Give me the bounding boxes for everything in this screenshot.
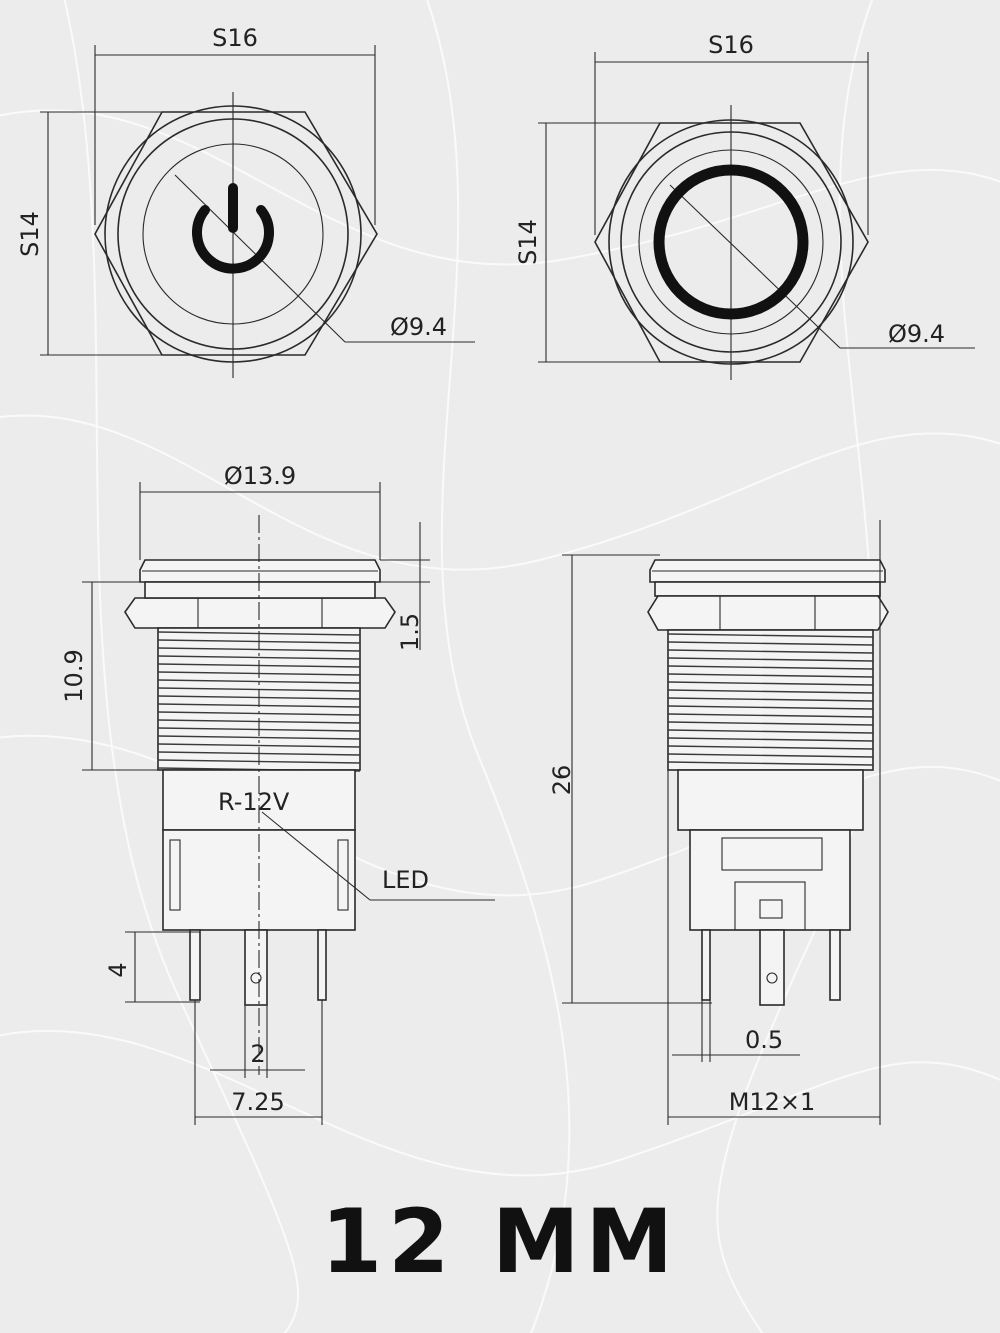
- thread-line: [667, 745, 874, 750]
- height-label: S14: [16, 211, 44, 257]
- thread-line: [667, 641, 874, 646]
- ring-icon: [653, 164, 809, 320]
- top-right-view: S16 S14 Ø9.4: [514, 31, 975, 380]
- head-diameter-label: Ø13.9: [224, 462, 296, 490]
- top-left-view: S16 S14 Ø9.4: [16, 24, 475, 378]
- pin-gap-label: 2: [250, 1040, 265, 1068]
- thread-line: [667, 705, 874, 710]
- pin-span-label: 7.25: [231, 1088, 284, 1116]
- thread-line: [667, 729, 874, 734]
- width-label: S16: [212, 24, 258, 52]
- side-left-view: Ø13.9 10.9 1.5: [60, 462, 495, 1125]
- width-label: S16: [708, 31, 754, 59]
- pin-length-label: 4: [104, 962, 132, 977]
- thread-line: [667, 657, 874, 662]
- power-icon: [192, 183, 274, 274]
- bezel-label: 1.5: [396, 613, 424, 651]
- thread-line: [157, 743, 361, 748]
- thread-line: [157, 655, 361, 660]
- height-label: S14: [514, 219, 542, 265]
- diameter-label: Ø9.4: [390, 313, 447, 341]
- side-right-view: 26 0.5 M12×1: [548, 520, 889, 1125]
- thread-line: [667, 753, 874, 758]
- thread-line: [667, 665, 874, 670]
- thread-line: [667, 633, 874, 638]
- thread-line: [157, 647, 361, 652]
- diameter-label: Ø9.4: [888, 320, 945, 348]
- thread-line: [667, 697, 874, 702]
- thread-line: [667, 673, 874, 678]
- thread-line: [667, 689, 874, 694]
- thread-line: [157, 679, 361, 684]
- pin-thickness-label: 0.5: [745, 1026, 783, 1054]
- thread-line: [667, 721, 874, 726]
- thread-line: [667, 713, 874, 718]
- led-label: LED: [382, 866, 429, 894]
- thread-line: [667, 649, 874, 654]
- thread-line: [667, 761, 874, 766]
- led-voltage-label: R-12V: [218, 788, 290, 816]
- thread-line: [667, 737, 874, 742]
- thread-line: [157, 735, 361, 740]
- total-length-label: 26: [548, 765, 576, 796]
- thread-line: [667, 681, 874, 686]
- thread-length-label: 10.9: [60, 649, 88, 702]
- size-title: 12 MM: [320, 1190, 680, 1293]
- thread-label: M12×1: [729, 1088, 816, 1116]
